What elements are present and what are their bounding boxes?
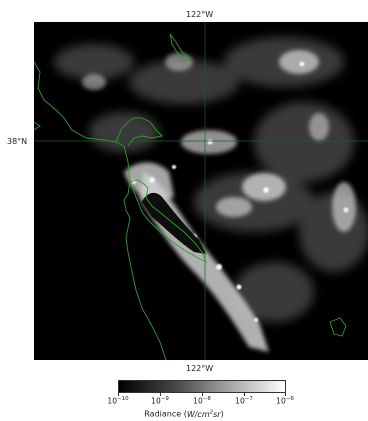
colorbar-tick-label: 10−7: [235, 396, 253, 406]
map-canvas: [34, 22, 368, 360]
colorbar-label: Radiance (W/cm2sr): [144, 409, 224, 419]
colorbar-tick: [118, 393, 119, 396]
colorbar-tick-label: 10−10: [107, 396, 129, 406]
colorbar-tick-label: 10−6: [276, 396, 294, 406]
colorbar-tick-label: 10−9: [151, 396, 169, 406]
colorbar-tick: [244, 393, 245, 396]
left-latitude-label: 38°N: [7, 137, 28, 146]
colorbar-tick: [285, 393, 286, 396]
colorbar-tick: [160, 393, 161, 396]
coastline: [34, 33, 347, 360]
graticule: [34, 22, 368, 360]
bright-points: [132, 61, 349, 322]
radiance-colorbar: [118, 380, 286, 393]
colorbar-tick-label: 10−8: [193, 396, 211, 406]
dim-light-field: [54, 37, 368, 322]
colorbar-tick: [202, 393, 203, 396]
bottom-longitude-label: 122°W: [186, 364, 214, 373]
night-lights-map[interactable]: [34, 22, 368, 360]
top-longitude-label: 122°W: [186, 10, 214, 19]
